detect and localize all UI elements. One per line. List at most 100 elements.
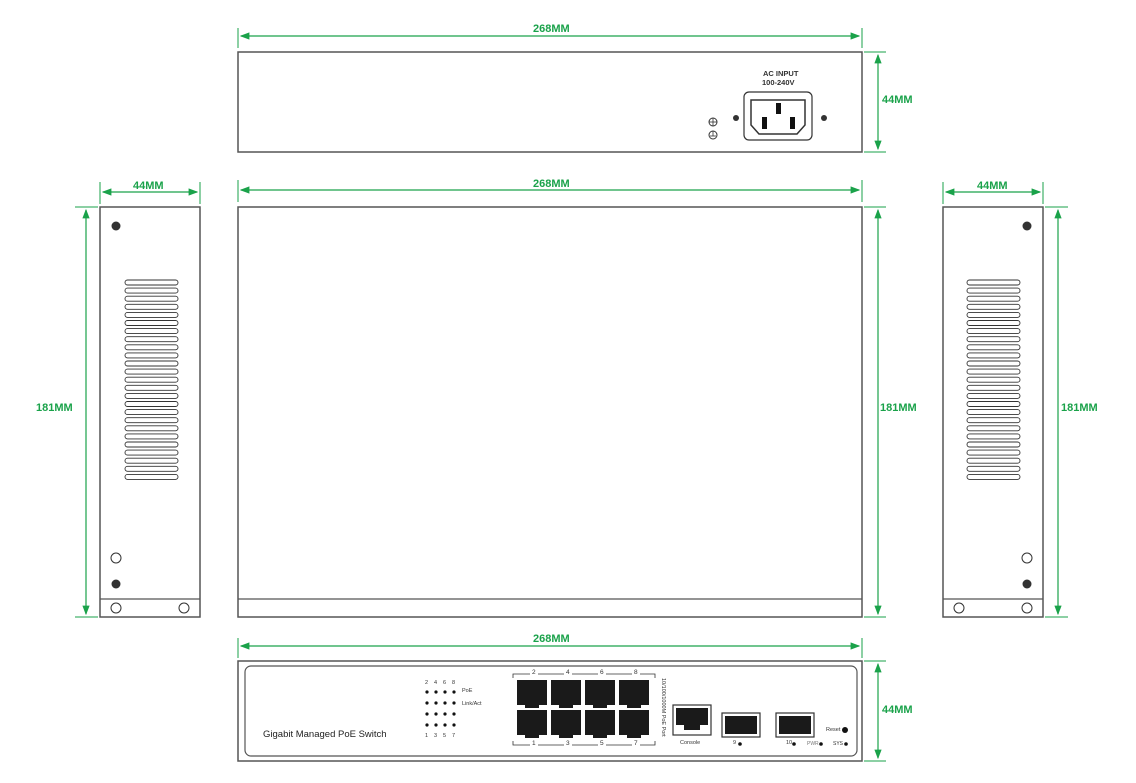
vent-slot	[124, 417, 179, 424]
led-indicator	[434, 723, 438, 727]
rj45-port	[585, 710, 615, 738]
led-indicator	[443, 723, 447, 727]
vent-slot	[124, 384, 179, 391]
reset-label: Reset	[826, 727, 841, 733]
vent-slot	[124, 433, 179, 440]
led-indicator	[452, 690, 456, 694]
vent-slot	[966, 376, 1021, 383]
vent-slot	[124, 295, 179, 302]
vent-slot	[124, 336, 179, 343]
vent-slot	[966, 287, 1021, 294]
top-view	[237, 180, 886, 618]
port-number: 8	[632, 669, 640, 676]
rj45-port	[517, 710, 547, 738]
led-indicator	[452, 723, 456, 727]
right-side-view	[942, 182, 1068, 618]
sys-label: SYS	[833, 741, 844, 747]
vent-slot	[124, 368, 179, 375]
left-height-label: 44MM	[133, 180, 164, 192]
vent-slot	[966, 303, 1021, 310]
led-number: 7	[452, 733, 456, 739]
led-number: 3	[434, 733, 438, 739]
voltage-label: 100-240V	[762, 78, 795, 87]
rear-view	[237, 28, 886, 153]
sfp-port-9	[725, 716, 757, 734]
rj45-port	[585, 680, 615, 708]
port-number: 5	[598, 740, 606, 747]
port-number: 6	[598, 669, 606, 676]
left-depth-label: 181MM	[36, 402, 73, 414]
vent-slot	[124, 279, 179, 286]
led-indicator	[425, 712, 429, 716]
led-number: 5	[443, 733, 447, 739]
rj45-port	[619, 680, 649, 708]
led-indicator	[443, 712, 447, 716]
sfp9-label: 9	[733, 740, 737, 746]
led-number: 4	[434, 680, 438, 686]
vent-slot	[124, 465, 179, 472]
screw-icon	[733, 115, 739, 121]
front-view	[237, 638, 886, 762]
console-label: Console	[680, 740, 701, 746]
vent-slot	[124, 401, 179, 407]
led-label-poe: PoE	[462, 688, 473, 694]
port-group-label: 10/100/1000M PoE Port	[660, 678, 666, 737]
rj45-port	[517, 680, 547, 708]
product-name: Gigabit Managed PoE Switch	[263, 729, 387, 740]
led-indicator	[425, 690, 429, 694]
led-number: 6	[443, 680, 447, 686]
sfp-port-10	[779, 716, 811, 734]
pwr-label: PWR	[807, 741, 819, 747]
led-indicator	[434, 690, 438, 694]
vent-slot	[966, 409, 1021, 416]
front-height-label: 44MM	[882, 704, 913, 716]
vent-slot	[124, 352, 179, 359]
vent-slot	[124, 376, 179, 383]
ac-input-label: AC INPUT	[763, 69, 799, 78]
port-number: 3	[564, 740, 572, 747]
right-depth-label: 181MM	[1061, 402, 1098, 414]
vent-slot	[124, 425, 179, 432]
vent-slot	[124, 311, 179, 318]
led-indicator	[434, 701, 438, 705]
vent-slot	[966, 360, 1021, 367]
led-indicator	[443, 701, 447, 705]
vent-slot	[966, 441, 1021, 448]
vent-slot	[966, 344, 1021, 351]
vent-slot	[124, 457, 179, 464]
led-indicator	[452, 712, 456, 716]
vent-slot	[124, 360, 179, 367]
console-port	[676, 708, 708, 730]
vent-slot	[966, 320, 1021, 326]
port-number: 1	[530, 740, 538, 747]
vent-slot	[966, 433, 1021, 440]
vent-slot	[124, 303, 179, 310]
vent-slot	[966, 473, 1021, 480]
vent-slot	[966, 368, 1021, 375]
led-indicator	[425, 723, 429, 727]
reset-button	[842, 727, 848, 733]
vent-slot	[124, 441, 179, 448]
sfp10-label: 10	[786, 740, 793, 746]
led-number: 1	[425, 733, 429, 739]
port-number: 2	[530, 669, 538, 676]
front-width-label: 268MM	[533, 633, 570, 645]
led-indicator	[425, 701, 429, 705]
vent-slot	[124, 328, 179, 335]
port-number: 7	[632, 740, 640, 747]
vent-slot	[124, 344, 179, 351]
vent-slot	[124, 409, 179, 416]
rj45-port	[619, 710, 649, 738]
top-width-label: 268MM	[533, 178, 570, 190]
vent-slot	[966, 311, 1021, 318]
left-side-view	[75, 182, 201, 618]
rear-width-label: 268MM	[533, 23, 570, 35]
vent-slot	[966, 295, 1021, 302]
vent-slot	[966, 465, 1021, 472]
led-indicator	[452, 701, 456, 705]
vent-slot	[966, 279, 1021, 286]
rj45-port	[551, 710, 581, 738]
led-label-link: Link/Act	[462, 701, 482, 707]
vent-slot	[966, 352, 1021, 359]
